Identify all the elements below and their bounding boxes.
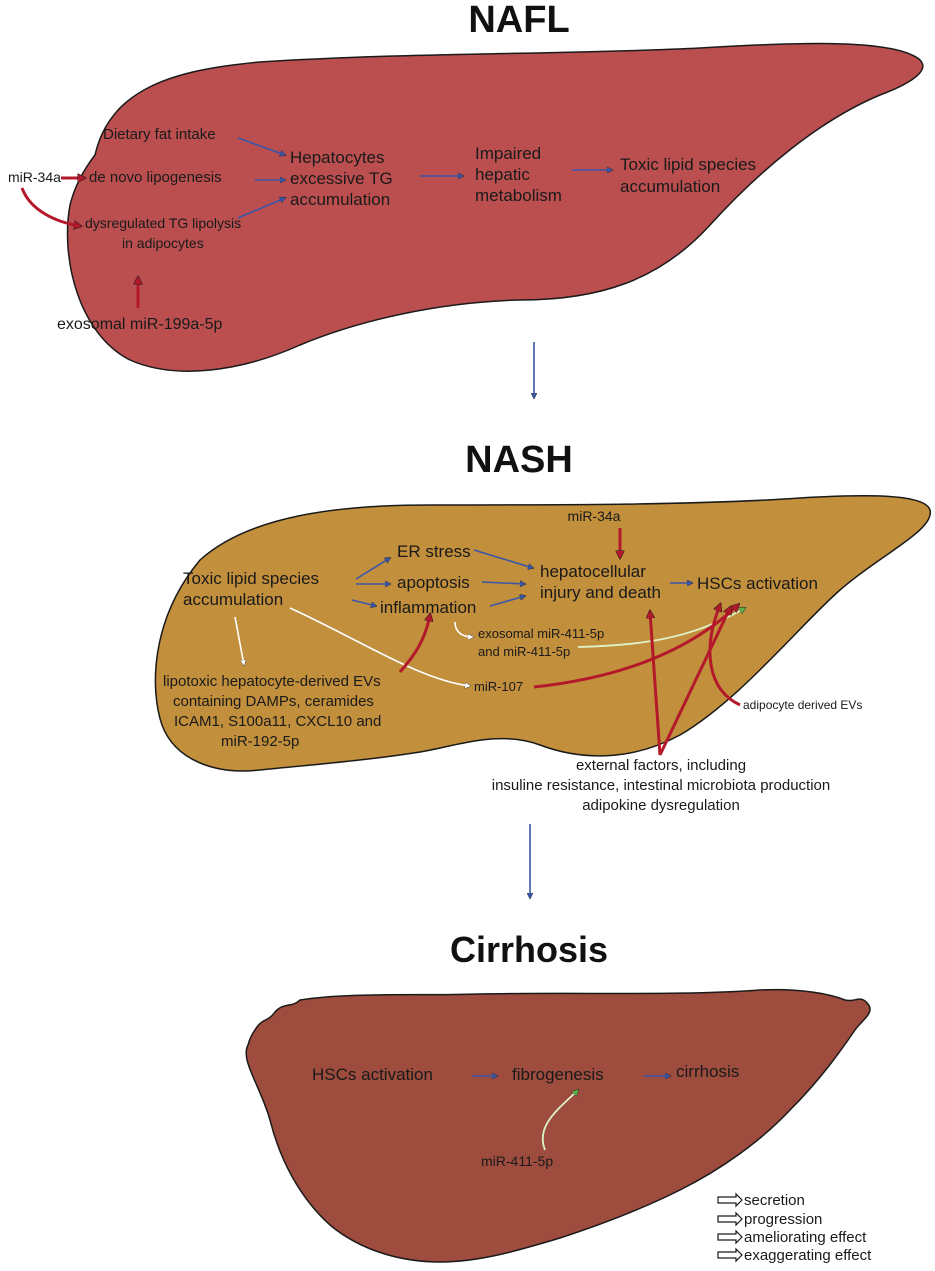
cirrhosis-title: Cirrhosis <box>450 929 608 970</box>
nash-er-stress-label: ER stress <box>397 542 471 561</box>
nash-arrow-mir107-to-hsc <box>533 605 738 689</box>
nafl-hepatocytes-label-2: excessive TG <box>290 169 393 188</box>
nash-arrow-inflammation-to-exosomal <box>454 621 473 637</box>
legend-label-secretion: secretion <box>744 1192 805 1209</box>
nash-arrow-apoptosis-to-injury <box>481 582 525 584</box>
legend-swatch-outline-secretion <box>717 1192 743 1208</box>
nash-arrow-toxic-to-mir107 <box>289 607 470 686</box>
nash-exosomal-label-1: exosomal miR-411-5p <box>478 626 604 641</box>
nafl-dietary-label: Dietary fat intake <box>103 126 216 143</box>
nafl-arrow-lipolysis-to-hep <box>237 198 285 219</box>
cirrhosis-cirrhosis-label: cirrhosis <box>676 1062 739 1081</box>
nafl-impaired-label-3: metabolism <box>475 186 562 205</box>
legend-item-exaggerating: exaggerating effect <box>717 1247 872 1264</box>
cirrhosis-mir411-label: miR-411-5p <box>481 1153 553 1169</box>
nash-arrow-external-to-injury <box>650 612 662 756</box>
legend-item-secretion: secretion <box>717 1192 805 1209</box>
legend-swatch-exaggerating <box>717 1247 743 1263</box>
nash-mir107-label: miR-107 <box>474 679 523 694</box>
cirrhosis-arrow-mir411-to-fibro <box>541 1090 578 1151</box>
nash-inflammation-label: inflammation <box>380 598 476 617</box>
nash-evs-label-2: containing DAMPs, ceramides <box>173 693 374 710</box>
nash-toxic-label-2: accumulation <box>183 590 283 609</box>
nash-arrow-er-to-injury <box>473 549 533 568</box>
nash-external-label-3: adipokine dysregulation <box>582 797 740 814</box>
cirrhosis-fibrogenesis-label: fibrogenesis <box>512 1065 604 1084</box>
cirrhosis-hsc-label: HSCs activation <box>312 1065 433 1084</box>
nash-adipocyte-label: adipocyte derived EVs <box>743 698 862 712</box>
cirrhosis-panel: Cirrhosis HSCs activation fibrogenesis c… <box>245 929 871 1263</box>
nash-apoptosis-label: apoptosis <box>397 573 470 592</box>
nafl-arrow-mir34a-to-lipolysis <box>20 187 80 226</box>
nash-toxic-label-1: Toxic lipid species <box>183 569 319 588</box>
legend-item-progression: progression <box>717 1211 822 1228</box>
legend: secretion progression ameliorating effec… <box>717 1192 872 1264</box>
nash-arrow-inflammation-to-injury <box>489 596 525 607</box>
nash-liver-shape <box>154 495 931 772</box>
nash-arrow-toxic-to-evs <box>234 616 244 665</box>
legend-swatch-ameliorating <box>717 1229 743 1245</box>
nash-injury-label-2: injury and death <box>540 583 661 602</box>
nafl-panel: NAFL Dietary fat intake miR-34a de novo … <box>8 0 924 372</box>
nafl-arrow-dietary-to-hep <box>237 137 285 155</box>
nash-arrow-toxic-to-inflammation <box>351 599 376 606</box>
legend-label-progression: progression <box>744 1211 822 1228</box>
nafl-lipolysis-label-1: dysregulated TG lipolysis <box>85 215 241 231</box>
nash-injury-label-1: hepatocellular <box>540 562 646 581</box>
nafl-mir34a-label: miR-34a <box>8 169 61 185</box>
nash-evs-label-3: ICAM1, S100a11, CXCL10 and <box>174 713 381 730</box>
nash-evs-label-4: miR-192-5p <box>221 733 299 750</box>
nash-arrow-external-to-hsc <box>658 608 730 756</box>
legend-label-exaggerating: exaggerating effect <box>744 1247 872 1264</box>
nafl-hepatocytes-label-1: Hepatocytes <box>290 148 385 167</box>
nafl-hepatocytes-label-3: accumulation <box>290 190 390 209</box>
legend-label-ameliorating: ameliorating effect <box>744 1229 867 1246</box>
nash-panel: NASH Toxic lipid species accumulation ER… <box>154 439 931 814</box>
legend-swatch-progression <box>717 1211 743 1227</box>
nash-arrow-adipocyte-to-hsc <box>708 605 741 707</box>
nafl-denovo-label: de novo lipogenesis <box>89 169 222 186</box>
nash-arrow-evs-to-inflammation <box>398 615 430 673</box>
nafl-impaired-label-1: Impaired <box>475 144 541 163</box>
nash-external-label-2: insuline resistance, intestinal microbio… <box>492 777 831 794</box>
legend-item-ameliorating: ameliorating effect <box>717 1229 867 1246</box>
nafl-toxic-label-2: accumulation <box>620 177 720 196</box>
nafl-impaired-label-2: hepatic <box>475 165 530 184</box>
nafl-title: NAFL <box>468 0 569 41</box>
nash-hsc-label: HSCs activation <box>697 574 818 593</box>
cirrhosis-liver-shape <box>245 988 871 1263</box>
nafl-exosomal-label: exosomal miR-199a-5p <box>57 316 223 333</box>
nafl-toxic-label-1: Toxic lipid species <box>620 155 756 174</box>
nash-arrow-toxic-to-er <box>355 558 390 580</box>
nash-mir34a-label: miR-34a <box>568 508 621 524</box>
nash-external-label-1: external factors, including <box>576 757 746 774</box>
nash-exosomal-label-2: and miR-411-5p <box>478 644 570 659</box>
nash-evs-label-1: lipotoxic hepatocyte-derived EVs <box>163 673 381 690</box>
nafl-lipolysis-label-2: in adipocytes <box>122 235 204 251</box>
nafl-liver-shape <box>66 42 924 372</box>
nash-title: NASH <box>465 439 573 481</box>
